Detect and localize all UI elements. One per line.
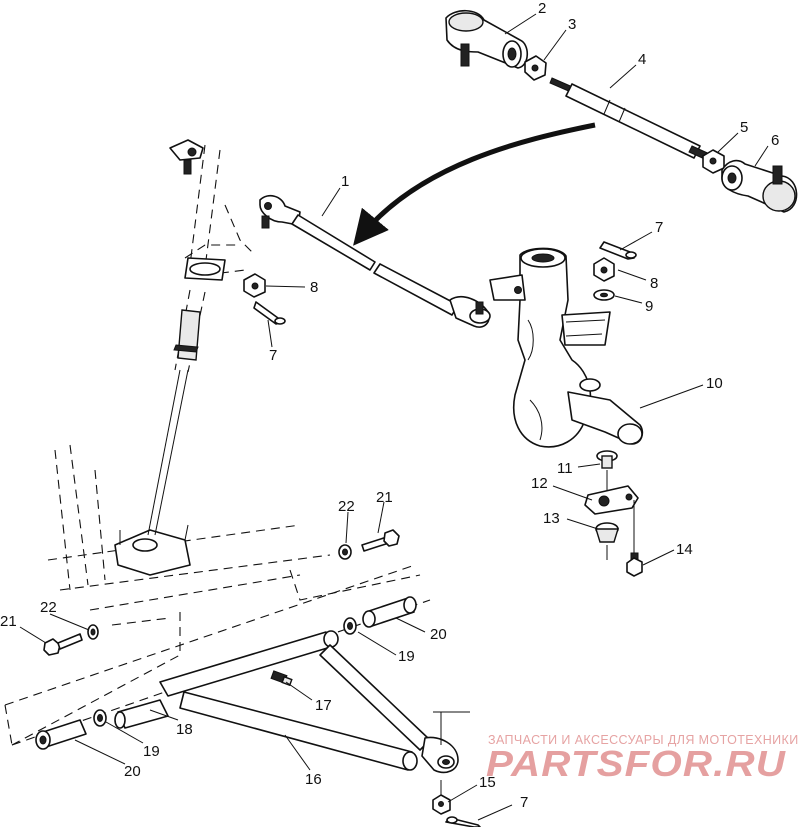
jam-nut-5 <box>702 149 725 174</box>
cotter-pin-7-left <box>253 301 286 325</box>
washer-19-right <box>343 617 357 635</box>
callout-12: 12 <box>531 475 548 492</box>
callout-16: 16 <box>305 771 322 788</box>
jam-nut-3 <box>524 55 547 81</box>
callout-21-left: 21 <box>0 613 17 630</box>
steering-post <box>147 139 226 536</box>
bolt-21-left <box>43 633 83 656</box>
callout-6: 6 <box>771 132 779 149</box>
callout-14: 14 <box>676 541 693 558</box>
ball-joint-13 <box>595 522 619 560</box>
callout-7-left: 7 <box>269 347 277 364</box>
callout-9: 9 <box>645 298 653 315</box>
tie-rod-tube <box>549 77 713 162</box>
callout-5: 5 <box>740 119 748 136</box>
grease-fitting-17 <box>270 670 293 687</box>
watermark-logo: PARTSFOR.RU <box>486 743 786 784</box>
castle-nut-8-left <box>243 273 266 298</box>
washer-9 <box>593 289 615 301</box>
callout-15: 15 <box>479 774 496 791</box>
cotter-pin-7-bottom <box>445 816 481 827</box>
tie-rod-assembly <box>259 194 491 328</box>
callout-19-right: 19 <box>398 648 415 665</box>
callout-7-bottom: 7 <box>520 794 528 811</box>
callout-8-left: 8 <box>310 279 318 296</box>
callout-1: 1 <box>341 173 349 190</box>
bushing-20-right <box>362 596 417 628</box>
callout-10: 10 <box>706 375 723 392</box>
cotter-pin-7-right <box>599 241 637 260</box>
a-arm <box>159 630 459 774</box>
assembly-direction-arrow <box>353 122 596 246</box>
callout-7-top-right: 7 <box>655 219 663 236</box>
castle-nut-15 <box>432 711 470 815</box>
frame-outline <box>4 204 431 746</box>
watermark: ЗАПЧАСТИ И АКСЕССУАРЫ ДЛЯ МОТОТЕХНИКИ PA… <box>486 733 799 784</box>
tie-rod-end-right <box>721 159 798 213</box>
callout-2: 2 <box>538 0 546 17</box>
watermark-tagline: ЗАПЧАСТИ И АКСЕССУАРЫ ДЛЯ МОТОТЕХНИКИ <box>488 733 799 747</box>
callout-19-left: 19 <box>143 743 160 760</box>
callout-20-right: 20 <box>430 626 447 643</box>
leader-lines <box>19 13 769 821</box>
callout-18: 18 <box>176 721 193 738</box>
callout-4: 4 <box>638 51 646 68</box>
callout-8-right: 8 <box>650 275 658 292</box>
callout-22-right: 22 <box>338 498 355 515</box>
bolt-21-right <box>361 529 400 552</box>
bolt-11 <box>596 450 618 490</box>
callout-20-left: 20 <box>124 763 141 780</box>
callout-13: 13 <box>543 510 560 527</box>
washer-22-right <box>338 544 352 560</box>
steering-post-bracket <box>114 524 191 576</box>
tie-rod-end-left <box>445 9 529 69</box>
castle-nut-8-right <box>593 257 615 282</box>
ball-joint-plate-12 <box>584 485 639 515</box>
bushing-20-left <box>35 719 87 750</box>
callout-labels: 1 2 3 4 5 6 7 8 9 10 8 7 11 12 13 14 22 … <box>0 0 779 811</box>
callout-3: 3 <box>568 16 576 33</box>
callout-21-right: 21 <box>376 489 393 506</box>
callout-17: 17 <box>315 697 332 714</box>
nut-14 <box>626 500 643 577</box>
washer-22-left <box>87 624 99 640</box>
steering-spindle <box>489 247 644 448</box>
callout-11: 11 <box>557 460 573 477</box>
washer-19-left <box>93 709 107 727</box>
callout-22-left: 22 <box>40 599 57 616</box>
